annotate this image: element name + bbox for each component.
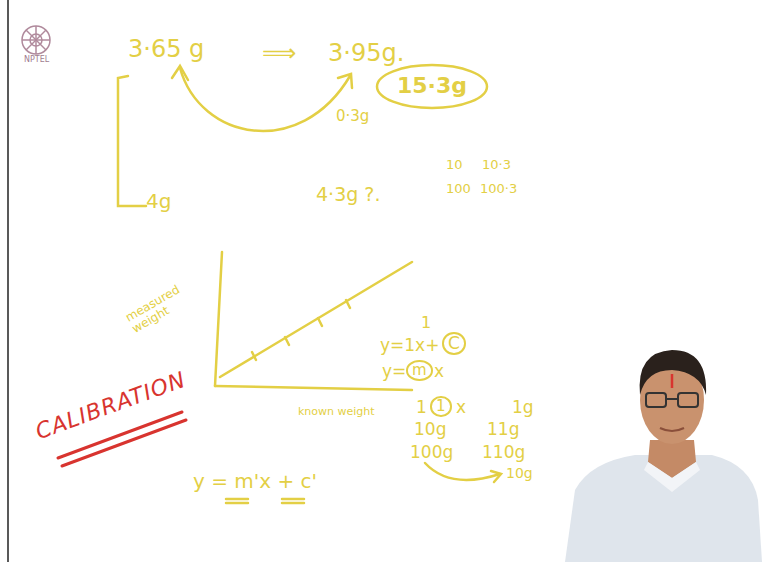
circled-term: m: [406, 360, 433, 381]
value: 4·3g ?.: [316, 184, 380, 205]
nptel-logo: [22, 26, 50, 54]
value: 3·95g.: [328, 40, 404, 66]
circled-term: 1: [430, 396, 452, 417]
lecturer-figure: [565, 350, 762, 562]
value: 15·3g: [397, 74, 467, 98]
value: 10: [446, 158, 463, 172]
x-axis: [215, 386, 412, 390]
arrow-head: [491, 471, 501, 482]
equation: x: [434, 362, 444, 381]
y-axis: [215, 252, 222, 386]
value: 100·3: [480, 182, 517, 196]
slide-border: [7, 0, 9, 562]
value: 4g: [146, 190, 171, 212]
equation: y=1x+: [380, 336, 439, 355]
logo-text: NPTEL: [24, 56, 49, 65]
value: 100g: [410, 443, 453, 462]
value: 0·3g: [336, 108, 369, 125]
underline: [282, 502, 304, 505]
equation: y=: [382, 362, 406, 381]
value: 3·65 g: [128, 36, 204, 62]
arrow-head: [338, 74, 352, 88]
value: 1g: [512, 398, 534, 417]
circled-term: C: [442, 332, 466, 355]
equation: x: [456, 398, 466, 417]
curved-arrow: [180, 68, 350, 131]
value: 10g: [414, 420, 446, 439]
value: 1: [416, 398, 427, 417]
value: 11g: [487, 420, 519, 439]
title-word: CALIBRATION: [33, 368, 189, 445]
equation: y = m'x + c': [193, 470, 317, 492]
axis-label: known weight: [298, 406, 375, 418]
underline: [226, 498, 248, 501]
underline: [226, 502, 248, 505]
implies-symbol: ⟹: [262, 40, 296, 66]
value: 1: [421, 314, 431, 332]
value: 100: [446, 182, 471, 196]
data-points: [252, 300, 350, 360]
curved-arrow: [425, 463, 500, 480]
circled-value: 15·3g: [375, 63, 489, 110]
bracket: [118, 76, 146, 206]
axis-label: measured weight: [124, 282, 191, 336]
value: 10g: [506, 466, 533, 481]
underline: [282, 498, 304, 501]
arrow-head: [172, 66, 188, 80]
value: 110g: [482, 443, 525, 462]
calibration-line: [220, 262, 412, 377]
value: 10·3: [482, 158, 511, 172]
